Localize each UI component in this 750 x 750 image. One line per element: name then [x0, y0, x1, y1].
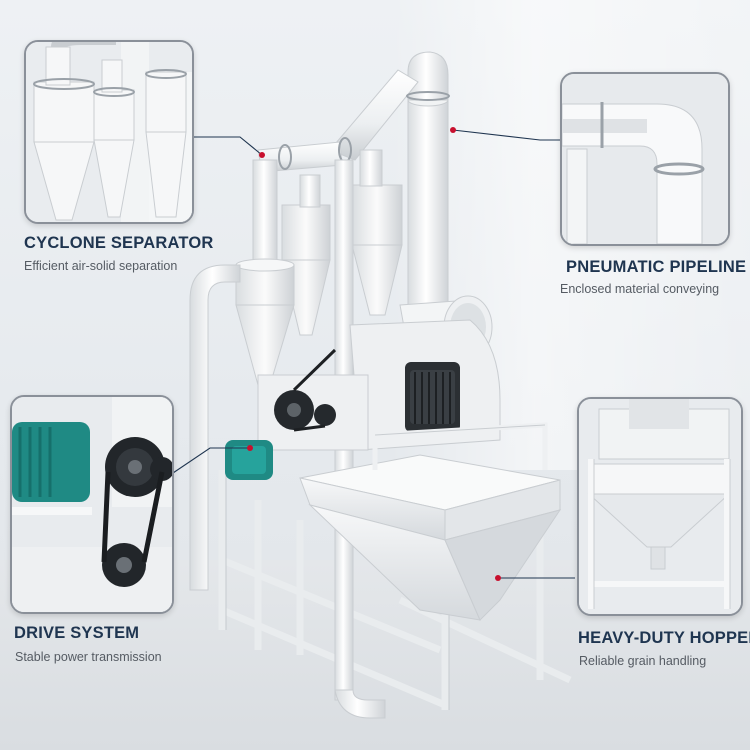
drive-motor [225, 440, 273, 480]
hopper-inset [577, 397, 743, 616]
pipeline-title: PNEUMATIC PIPELINE [566, 258, 747, 276]
hopper-title: HEAVY-DUTY HOPPER [578, 629, 750, 647]
pulley-front [274, 390, 314, 430]
hopper-subtitle: Reliable grain handling [579, 654, 707, 668]
drive-subtitle: Stable power transmission [15, 650, 162, 664]
pipeline-inset [560, 72, 730, 246]
cyclone-inset [24, 40, 194, 224]
pipeline-subtitle: Enclosed material conveying [560, 282, 720, 296]
drive-inset [10, 395, 174, 614]
cyclone-subtitle: Efficient air-solid separation [24, 259, 178, 273]
cyclone-title: CYCLONE SEPARATOR [24, 234, 214, 252]
drive-title: DRIVE SYSTEM [14, 624, 140, 642]
cyclone-group [235, 149, 403, 386]
